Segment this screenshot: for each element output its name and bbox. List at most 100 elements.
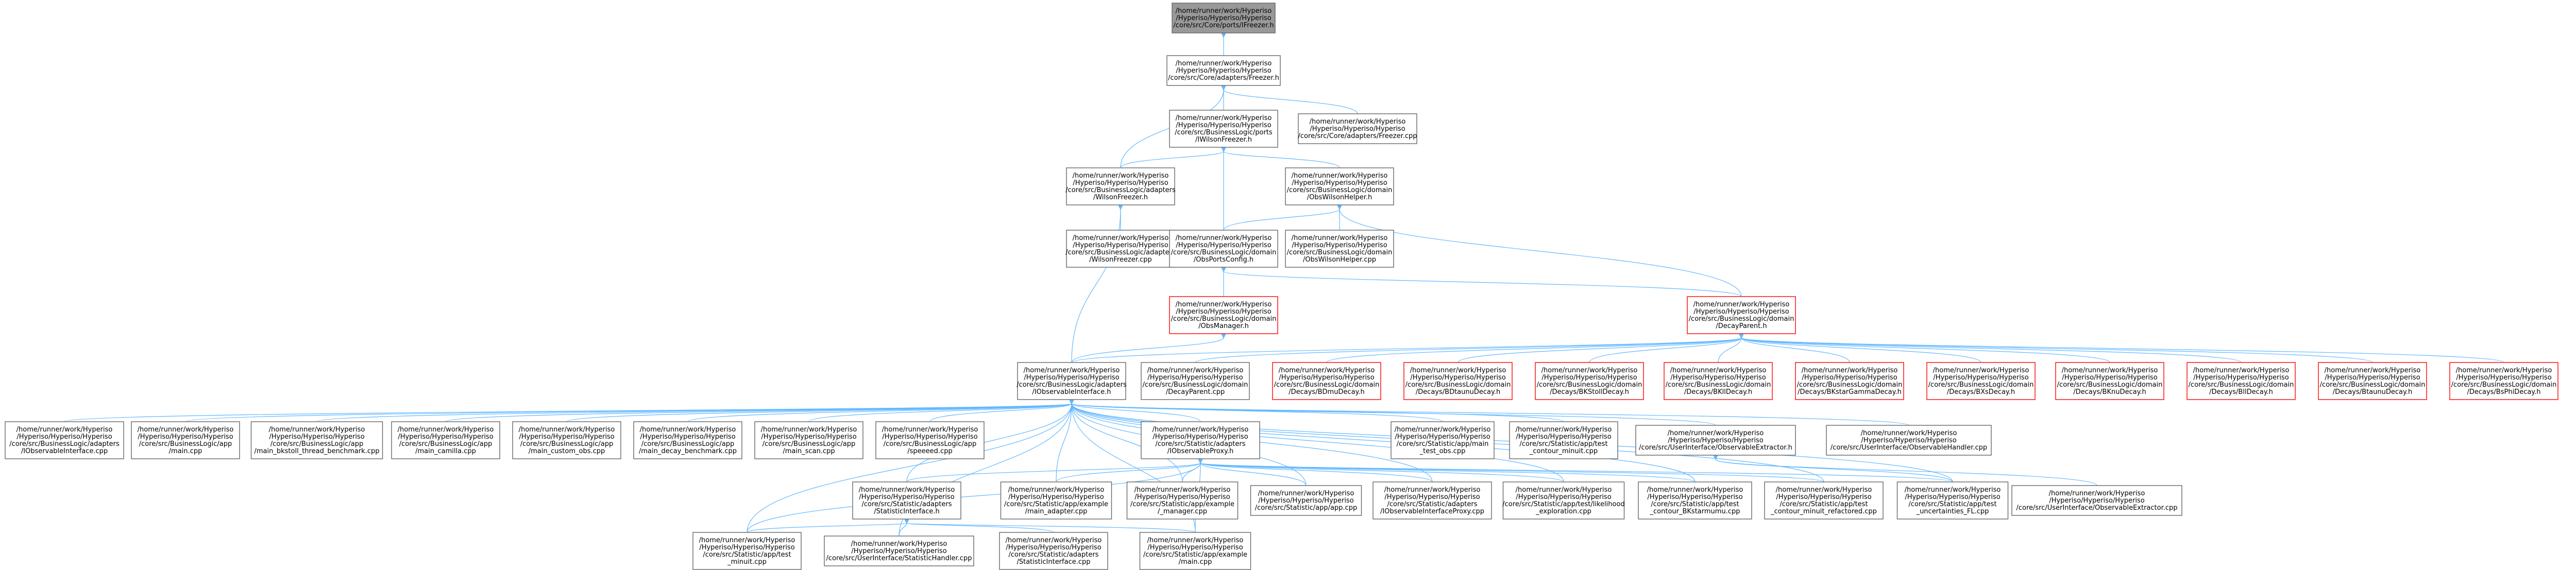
file-node-freezer-cpp[interactable]: /home/runner/work/Hyperiso/Hyperiso/Hype… (1298, 113, 1417, 144)
node-label-line: /home/runner/work/Hyperiso (1279, 367, 1375, 374)
node-label-line: /core/src/Statistic/app/example (1130, 500, 1234, 508)
node-label-line: /Hyperiso/Hyperiso/Hyperiso (1647, 493, 1742, 501)
node-box (2055, 362, 2164, 400)
node-label-line: /home/runner/work/Hyperiso (761, 426, 857, 434)
node-label-line: /core/src/UserInterface/ObservableExtrac… (1639, 444, 1792, 452)
node-label-line: /home/runner/work/Hyperiso (1258, 490, 1354, 497)
node-label-line: /core/src/Core/adapters/Freezer.cpp (1298, 132, 1417, 140)
file-node-main-cpp[interactable]: /home/runner/work/Hyperiso/Hyperiso/Hype… (131, 421, 240, 459)
file-node-iobs-cpp[interactable]: /home/runner/work/Hyperiso/Hyperiso/Hype… (5, 421, 124, 459)
file-node-ui-obs-extractor-h[interactable]: /home/runner/work/Hyperiso/Hyperiso/Hype… (1635, 425, 1796, 456)
node-box (1509, 421, 1618, 459)
node-label-line: /home/runner/work/Hyperiso (1861, 429, 1957, 437)
file-node-bkstoll-bench[interactable]: /home/runner/work/Hyperiso/Hyperiso/Hype… (250, 421, 383, 459)
node-label-line: /core/src/BusinessLogic/adapters (1065, 249, 1176, 256)
file-node-test-contour-ref[interactable]: /home/runner/work/Hyperiso/Hyperiso/Hype… (1764, 481, 1884, 520)
file-node-iwilson[interactable]: /home/runner/work/Hyperiso/Hyperiso/Hype… (1169, 110, 1278, 148)
file-node-adapters-freezer[interactable]: /home/runner/work/Hyperiso/Hyperiso/Hype… (1166, 55, 1281, 86)
file-node-ui-stat-handler[interactable]: /home/runner/work/Hyperiso/Hyperiso/Hype… (824, 536, 974, 566)
file-node-ui-obs-extractor-cpp[interactable]: /home/runner/work/Hyperiso/Hyperiso/Hype… (2011, 485, 2182, 516)
file-node-main-custom[interactable]: /home/runner/work/Hyperiso/Hyperiso/Hype… (512, 421, 621, 459)
node-label-line: /core/src/BusinessLogic/domain (2189, 381, 2294, 389)
node-label-line: /core/src/Statistic/app/main (1397, 440, 1489, 448)
file-node-main-example[interactable]: /home/runner/work/Hyperiso/Hyperiso/Hype… (1139, 532, 1251, 570)
file-node-obsports[interactable]: /home/runner/work/Hyperiso/Hyperiso/Hype… (1169, 230, 1278, 268)
file-node-main-test-obs[interactable]: /home/runner/work/Hyperiso/Hyperiso/Hype… (1391, 421, 1495, 459)
file-node-test-uncert[interactable]: /home/runner/work/Hyperiso/Hyperiso/Hype… (1896, 481, 2009, 520)
dependency-edge (1200, 463, 1564, 482)
file-node-test-likelihood[interactable]: /home/runner/work/Hyperiso/Hyperiso/Hype… (1502, 481, 1625, 520)
file-node-main-scan[interactable]: /home/runner/work/Hyperiso/Hyperiso/Hype… (754, 421, 863, 459)
file-node-bktoll[interactable]: /home/runner/work/Hyperiso/Hyperiso/Hype… (1535, 362, 1644, 400)
file-node-bkll[interactable]: /home/runner/work/Hyperiso/Hyperiso/Hype… (1664, 362, 1773, 400)
dependency-edge (907, 523, 1196, 533)
dependency-edge (1200, 463, 1953, 482)
dependency-edge (1200, 463, 1696, 482)
node-label-line: _uncertainties_FL.cpp (1916, 508, 1989, 515)
node-label-line: /home/runner/work/Hyperiso (1134, 486, 1231, 494)
file-node-obsmanager[interactable]: /home/runner/work/Hyperiso/Hyperiso/Hype… (1169, 296, 1278, 334)
node-label-line: /core/src/Statistic/adapters (1387, 500, 1478, 508)
node-label-line: /Hyperiso/Hyperiso/Hyperiso (859, 493, 954, 501)
file-node-test-contour-bk[interactable]: /home/runner/work/Hyperiso/Hyperiso/Hype… (1638, 481, 1752, 520)
file-node-ui-obs-handler[interactable]: /home/runner/work/Hyperiso/Hyperiso/Hype… (1826, 425, 1992, 456)
node-box (852, 481, 961, 520)
node-label-line: /core/src/Statistic/app/test/likelihood (1502, 500, 1624, 508)
node-label-line: /main.cpp (1179, 558, 1212, 566)
node-label-line: /Decays/BXsDecay.h (1947, 388, 2015, 396)
node-label-line: /core/src/BusinessLogic/app (884, 440, 976, 448)
node-label-line: /home/runner/work/Hyperiso (16, 426, 113, 434)
node-label-line: /IObservableInterfaceProxy.cpp (1380, 508, 1484, 515)
node-label-line: /core/src/BusinessLogic/domain (1928, 381, 2034, 389)
file-node-decayparent-h[interactable]: /home/runner/work/Hyperiso/Hyperiso/Hype… (1687, 296, 1796, 334)
node-label-line: /core/src/BusinessLogic/app (641, 440, 734, 448)
file-node-bknunu[interactable]: /home/runner/work/Hyperiso/Hyperiso/Hype… (2055, 362, 2164, 400)
file-node-wilson-cpp[interactable]: /home/runner/work/Hyperiso/Hyperiso/Hype… (1065, 230, 1176, 268)
file-node-root[interactable]: /home/runner/work/Hyperiso/Hyperiso/Hype… (1172, 3, 1276, 33)
file-node-stat-app-cpp[interactable]: /home/runner/work/Hyperiso/Hyperiso/Hype… (1250, 485, 1362, 516)
node-label-line: /ObsPortsConfig.h (1194, 256, 1253, 264)
file-node-decayparent-cpp[interactable]: /home/runner/work/Hyperiso/Hyperiso/Hype… (1141, 362, 1250, 400)
node-box (1535, 362, 1644, 400)
file-node-observable-h[interactable]: /home/runner/work/Hyperiso/Hyperiso/Hype… (1016, 362, 1127, 400)
node-label-line: /home/runner/work/Hyperiso (1073, 172, 1169, 180)
node-label-line: /core/src/BusinessLogic/adapters (1016, 381, 1127, 389)
file-node-bphi[interactable]: /home/runner/work/Hyperiso/Hyperiso/Hype… (2449, 362, 2558, 400)
node-box (250, 421, 383, 459)
node-label-line: /home/runner/work/Hyperiso (1384, 486, 1481, 494)
file-node-wilson-h[interactable]: /home/runner/work/Hyperiso/Hyperiso/Hype… (1065, 167, 1176, 205)
file-node-test-minuit[interactable]: /home/runner/work/Hyperiso/Hyperiso/Hype… (692, 532, 802, 570)
file-node-bxs[interactable]: /home/runner/work/Hyperiso/Hyperiso/Hype… (1926, 362, 2036, 400)
node-label-line: /home/runner/work/Hyperiso (1176, 114, 1272, 122)
file-node-bkgamma[interactable]: /home/runner/work/Hyperiso/Hyperiso/Hype… (1795, 362, 1904, 400)
file-node-main-adapter[interactable]: /home/runner/work/Hyperiso/Hyperiso/Hype… (1000, 481, 1112, 520)
node-label-line: /Hyperiso/Hyperiso/Hyperiso (1310, 125, 1405, 133)
node-label-line: /core/src/Statistic/app/example (1004, 500, 1108, 508)
file-node-main-camilla[interactable]: /home/runner/work/Hyperiso/Hyperiso/Hype… (391, 421, 500, 459)
file-node-bdtaunu[interactable]: /home/runner/work/Hyperiso/Hyperiso/Hype… (1403, 362, 1513, 400)
node-label-line: /home/runner/work/Hyperiso (1541, 367, 1638, 374)
node-box (1285, 167, 1394, 205)
file-node-btau[interactable]: /home/runner/work/Hyperiso/Hyperiso/Hype… (2318, 362, 2427, 400)
file-node-contour-minuit[interactable]: /home/runner/work/Hyperiso/Hyperiso/Hype… (1509, 421, 1618, 459)
file-node-speeeed[interactable]: /home/runner/work/Hyperiso/Hyperiso/Hype… (875, 421, 985, 459)
file-node-obsproxy-h[interactable]: /home/runner/work/Hyperiso/Hyperiso/Hype… (1141, 421, 1260, 459)
node-box (633, 421, 742, 459)
file-node-bll[interactable]: /home/runner/work/Hyperiso/Hyperiso/Hype… (2187, 362, 2296, 400)
node-label-line: /home/runner/work/Hyperiso (1802, 367, 1898, 374)
node-box (1066, 230, 1175, 268)
node-label-line: /Decays/BKnuDecay.h (2073, 388, 2146, 396)
file-node-stat-adapters-cpp[interactable]: /home/runner/work/Hyperiso/Hyperiso/Hype… (999, 532, 1108, 570)
file-node-obsproxy-cpp[interactable]: /home/runner/work/Hyperiso/Hyperiso/Hype… (1372, 481, 1492, 520)
file-node-obswilson-cpp[interactable]: /home/runner/work/Hyperiso/Hyperiso/Hype… (1285, 230, 1394, 268)
dependency-edge (687, 404, 1072, 422)
file-node-bdmu[interactable]: /home/runner/work/Hyperiso/Hyperiso/Hype… (1272, 362, 1381, 400)
file-node-obswilson-h[interactable]: /home/runner/work/Hyperiso/Hyperiso/Hype… (1285, 167, 1394, 205)
node-label-line: /core/src/BusinessLogic/domain (2057, 381, 2163, 389)
file-node-stat-adapters-h[interactable]: /home/runner/work/Hyperiso/Hyperiso/Hype… (852, 481, 961, 520)
node-label-line: /Hyperiso/Hyperiso/Hyperiso (1292, 179, 1387, 187)
file-node-main-manager[interactable]: /home/runner/work/Hyperiso/Hyperiso/Hype… (1126, 481, 1239, 520)
node-label-line: /Hyperiso/Hyperiso/Hyperiso (1905, 493, 2000, 501)
file-node-main-decay[interactable]: /home/runner/work/Hyperiso/Hyperiso/Hype… (633, 421, 742, 459)
